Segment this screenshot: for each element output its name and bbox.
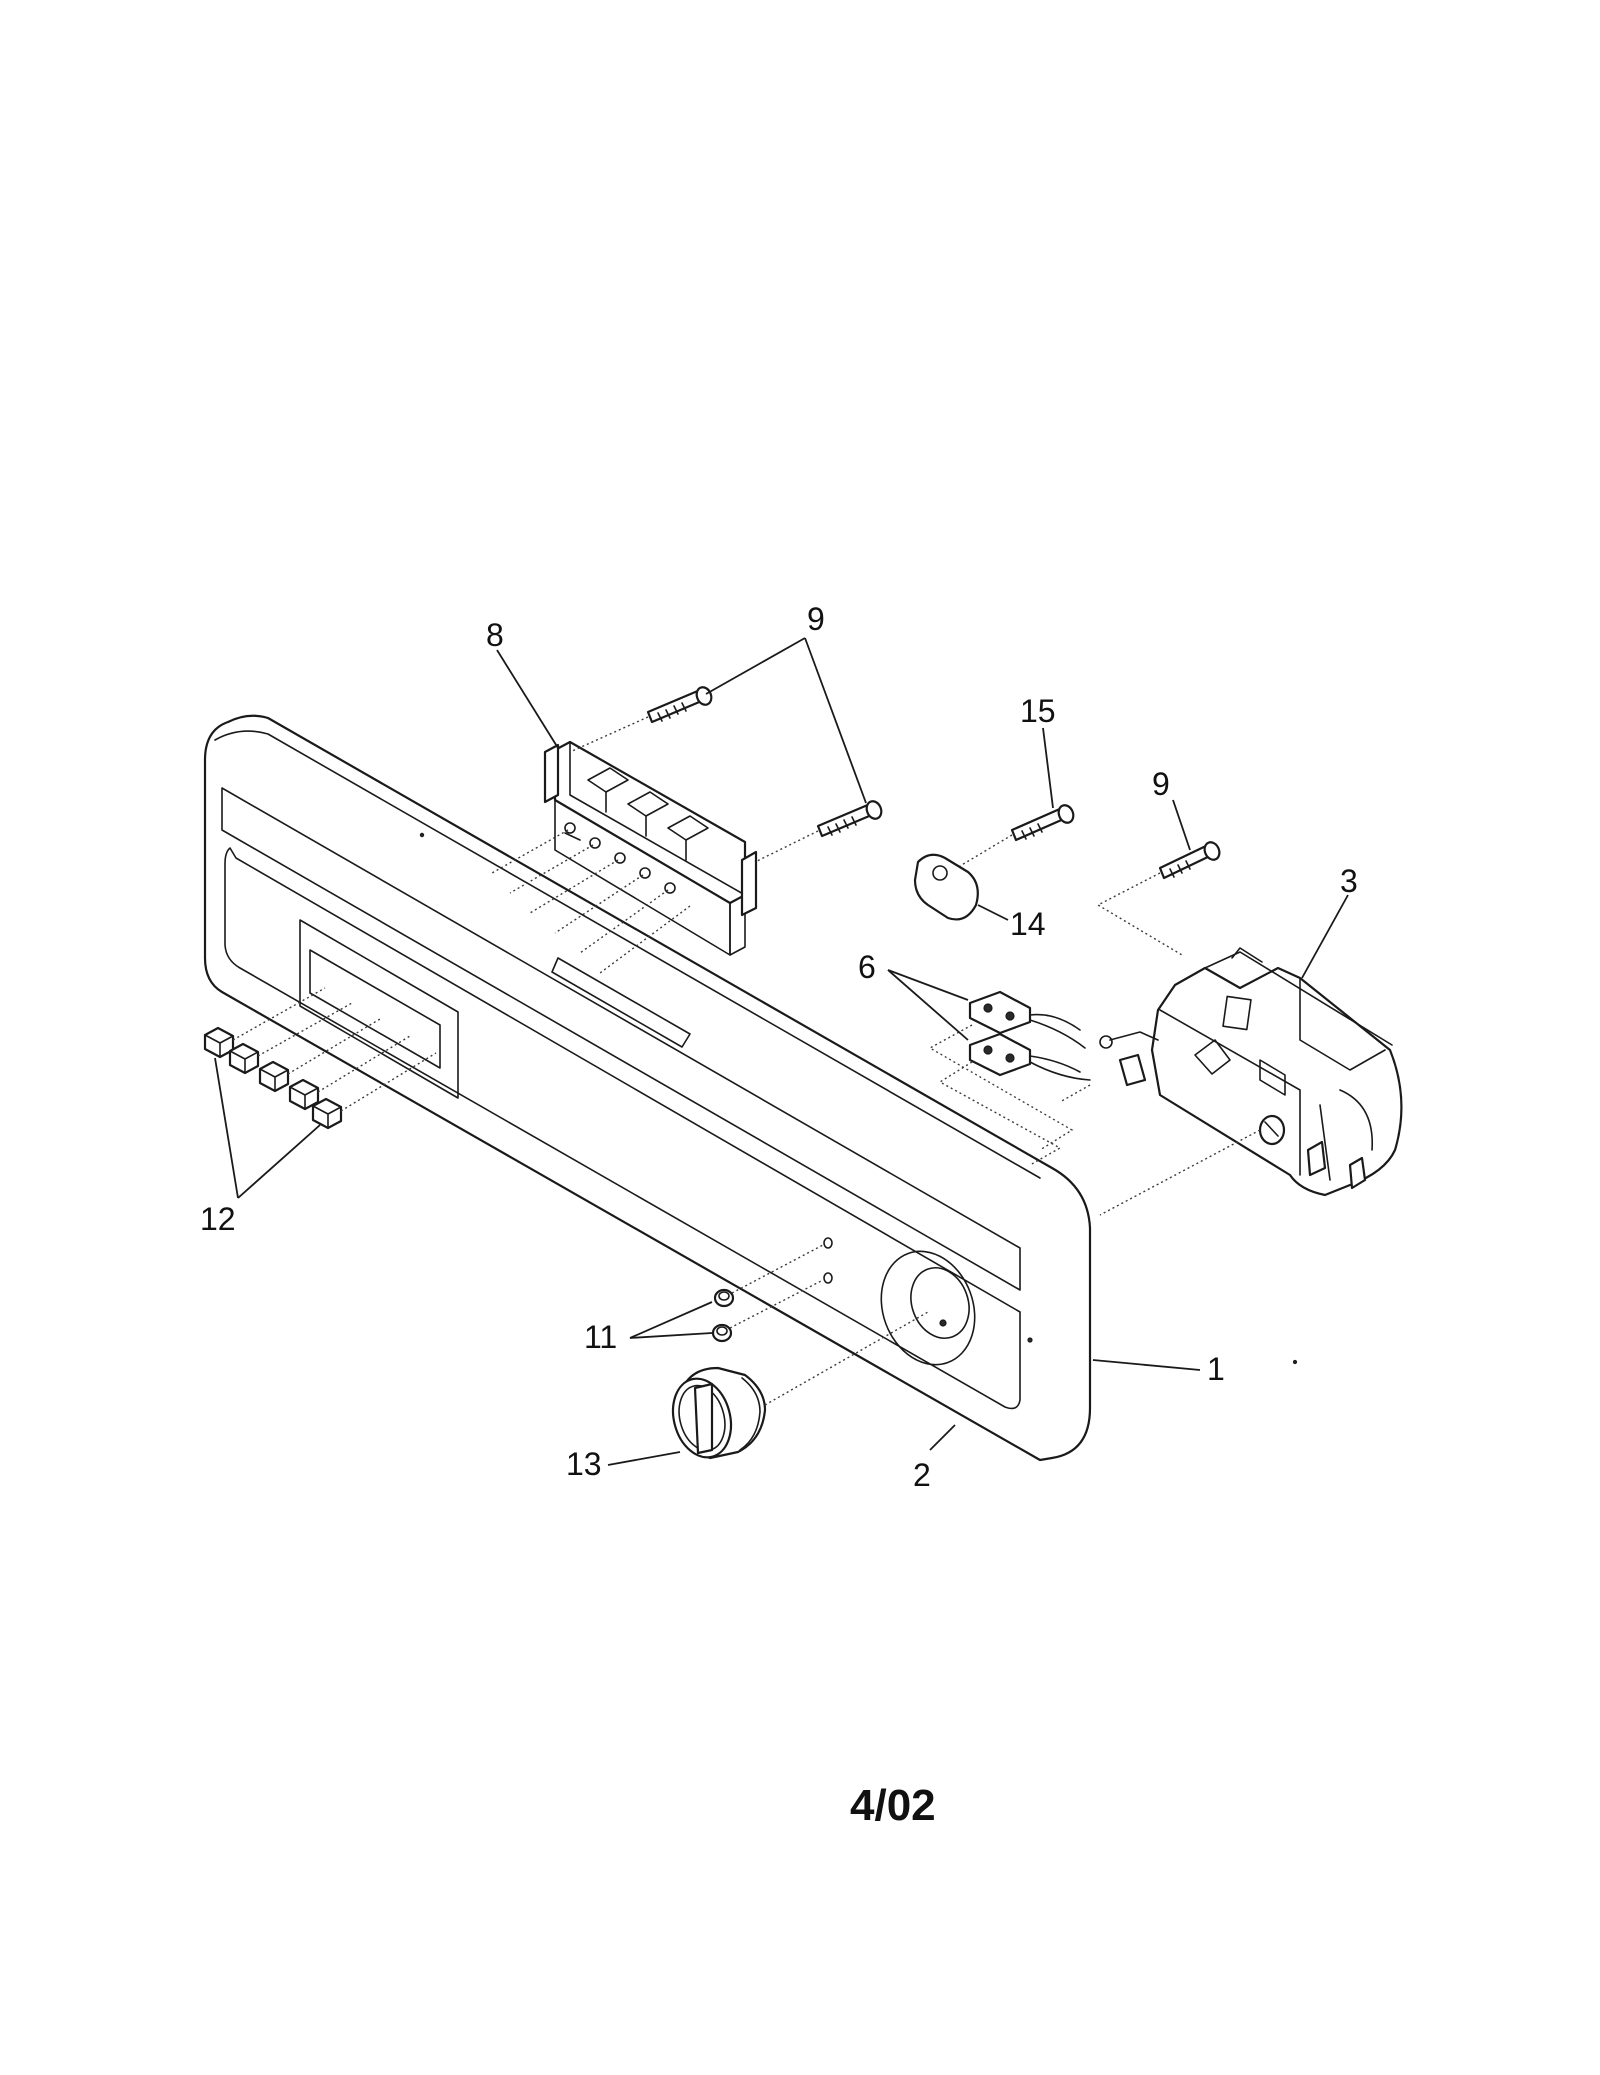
stray-mark — [1292, 1359, 1298, 1365]
screw-part-15 — [1010, 804, 1075, 842]
callout-6: 6 — [858, 949, 876, 985]
callout-9: 9 — [1152, 766, 1170, 802]
push-button-alignment-lines — [232, 987, 437, 1112]
push-button — [228, 1042, 260, 1075]
screw-15-alignment-line — [959, 834, 1013, 867]
callout-3: 3 — [1340, 863, 1358, 899]
date-stamp: 4/02 — [850, 1781, 936, 1830]
lens-alignment-line — [731, 1244, 824, 1294]
screw-part-9-b — [816, 800, 883, 838]
terminal-part-6-upper — [968, 990, 1086, 1049]
terminal-part-6-lower — [968, 1032, 1091, 1081]
push-button — [288, 1078, 320, 1111]
terminal-alignment-lines — [928, 1024, 1091, 1166]
callout-11: 11 — [584, 1319, 617, 1355]
screw-9b-alignment-line — [754, 830, 819, 863]
callout-9: 9 — [807, 601, 825, 637]
callout-14: 14 — [1010, 906, 1046, 942]
push-button — [311, 1097, 343, 1130]
knob-part-13 — [671, 1366, 767, 1460]
callout-8: 8 — [486, 617, 504, 653]
timer-part-3 — [1099, 947, 1403, 1197]
clamp-part-14 — [913, 853, 979, 921]
timer-shaft-alignment-line — [1099, 1129, 1261, 1216]
screw-part-9-c — [1158, 841, 1221, 880]
callout-15: 15 — [1020, 693, 1056, 729]
callout-1: 1 — [1207, 1351, 1225, 1387]
callout-12: 12 — [200, 1201, 236, 1237]
screw-9a-alignment-line — [569, 716, 649, 753]
push-button — [203, 1026, 235, 1059]
push-buttons-part-12 — [203, 1026, 343, 1130]
screw-part-9-a — [646, 686, 713, 724]
bracket-alignment-lines — [491, 829, 691, 974]
screw-9c-alignment-line — [1096, 872, 1183, 956]
knob-alignment-line — [764, 1311, 929, 1406]
switch-bracket-part-8 — [543, 740, 758, 956]
indicator-lens-part-11-upper — [713, 1288, 735, 1308]
push-button — [258, 1060, 290, 1093]
indicator-lens-part-11-lower — [711, 1323, 733, 1343]
control-panel-part-1 — [203, 714, 1092, 1462]
callout-13: 13 — [566, 1446, 602, 1482]
leader-lines — [214, 637, 1349, 1466]
callout-2: 2 — [913, 1457, 931, 1493]
